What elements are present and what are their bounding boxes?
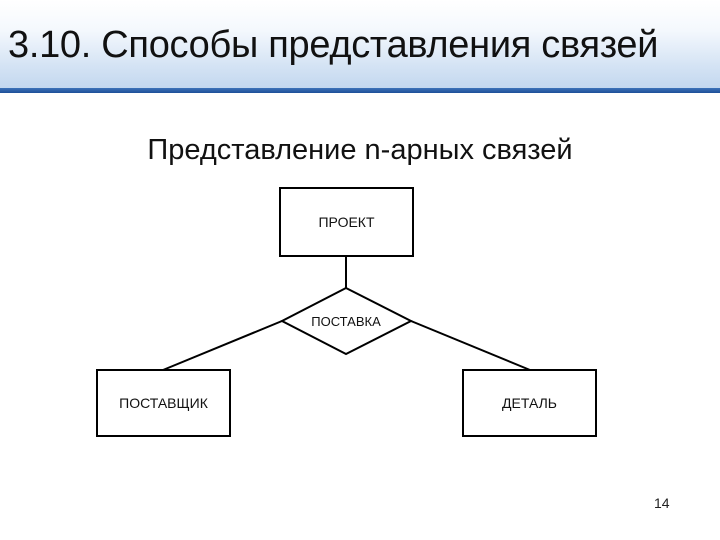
- connector-detail-relationship: [410, 320, 531, 371]
- entity-detail-label: ДЕТАЛЬ: [502, 395, 557, 411]
- relationship-supply: ПОСТАВКА: [279, 286, 414, 356]
- connector-supplier-relationship: [162, 320, 283, 371]
- entity-detail: ДЕТАЛЬ: [462, 369, 597, 437]
- entity-supplier: ПОСТАВЩИК: [96, 369, 231, 437]
- entity-supplier-label: ПОСТАВЩИК: [119, 395, 209, 411]
- slide-header-band: [0, 0, 720, 88]
- relationship-supply-label: ПОСТАВКА: [311, 314, 381, 329]
- slide-subtitle: Представление n-арных связей: [147, 134, 573, 166]
- entity-project: ПРОЕКТ: [279, 187, 414, 257]
- page-number: 14: [654, 495, 670, 511]
- slide-title: 3.10. Способы представления связей: [8, 24, 659, 66]
- header-divider: [0, 88, 720, 93]
- entity-project-label: ПРОЕКТ: [318, 214, 374, 230]
